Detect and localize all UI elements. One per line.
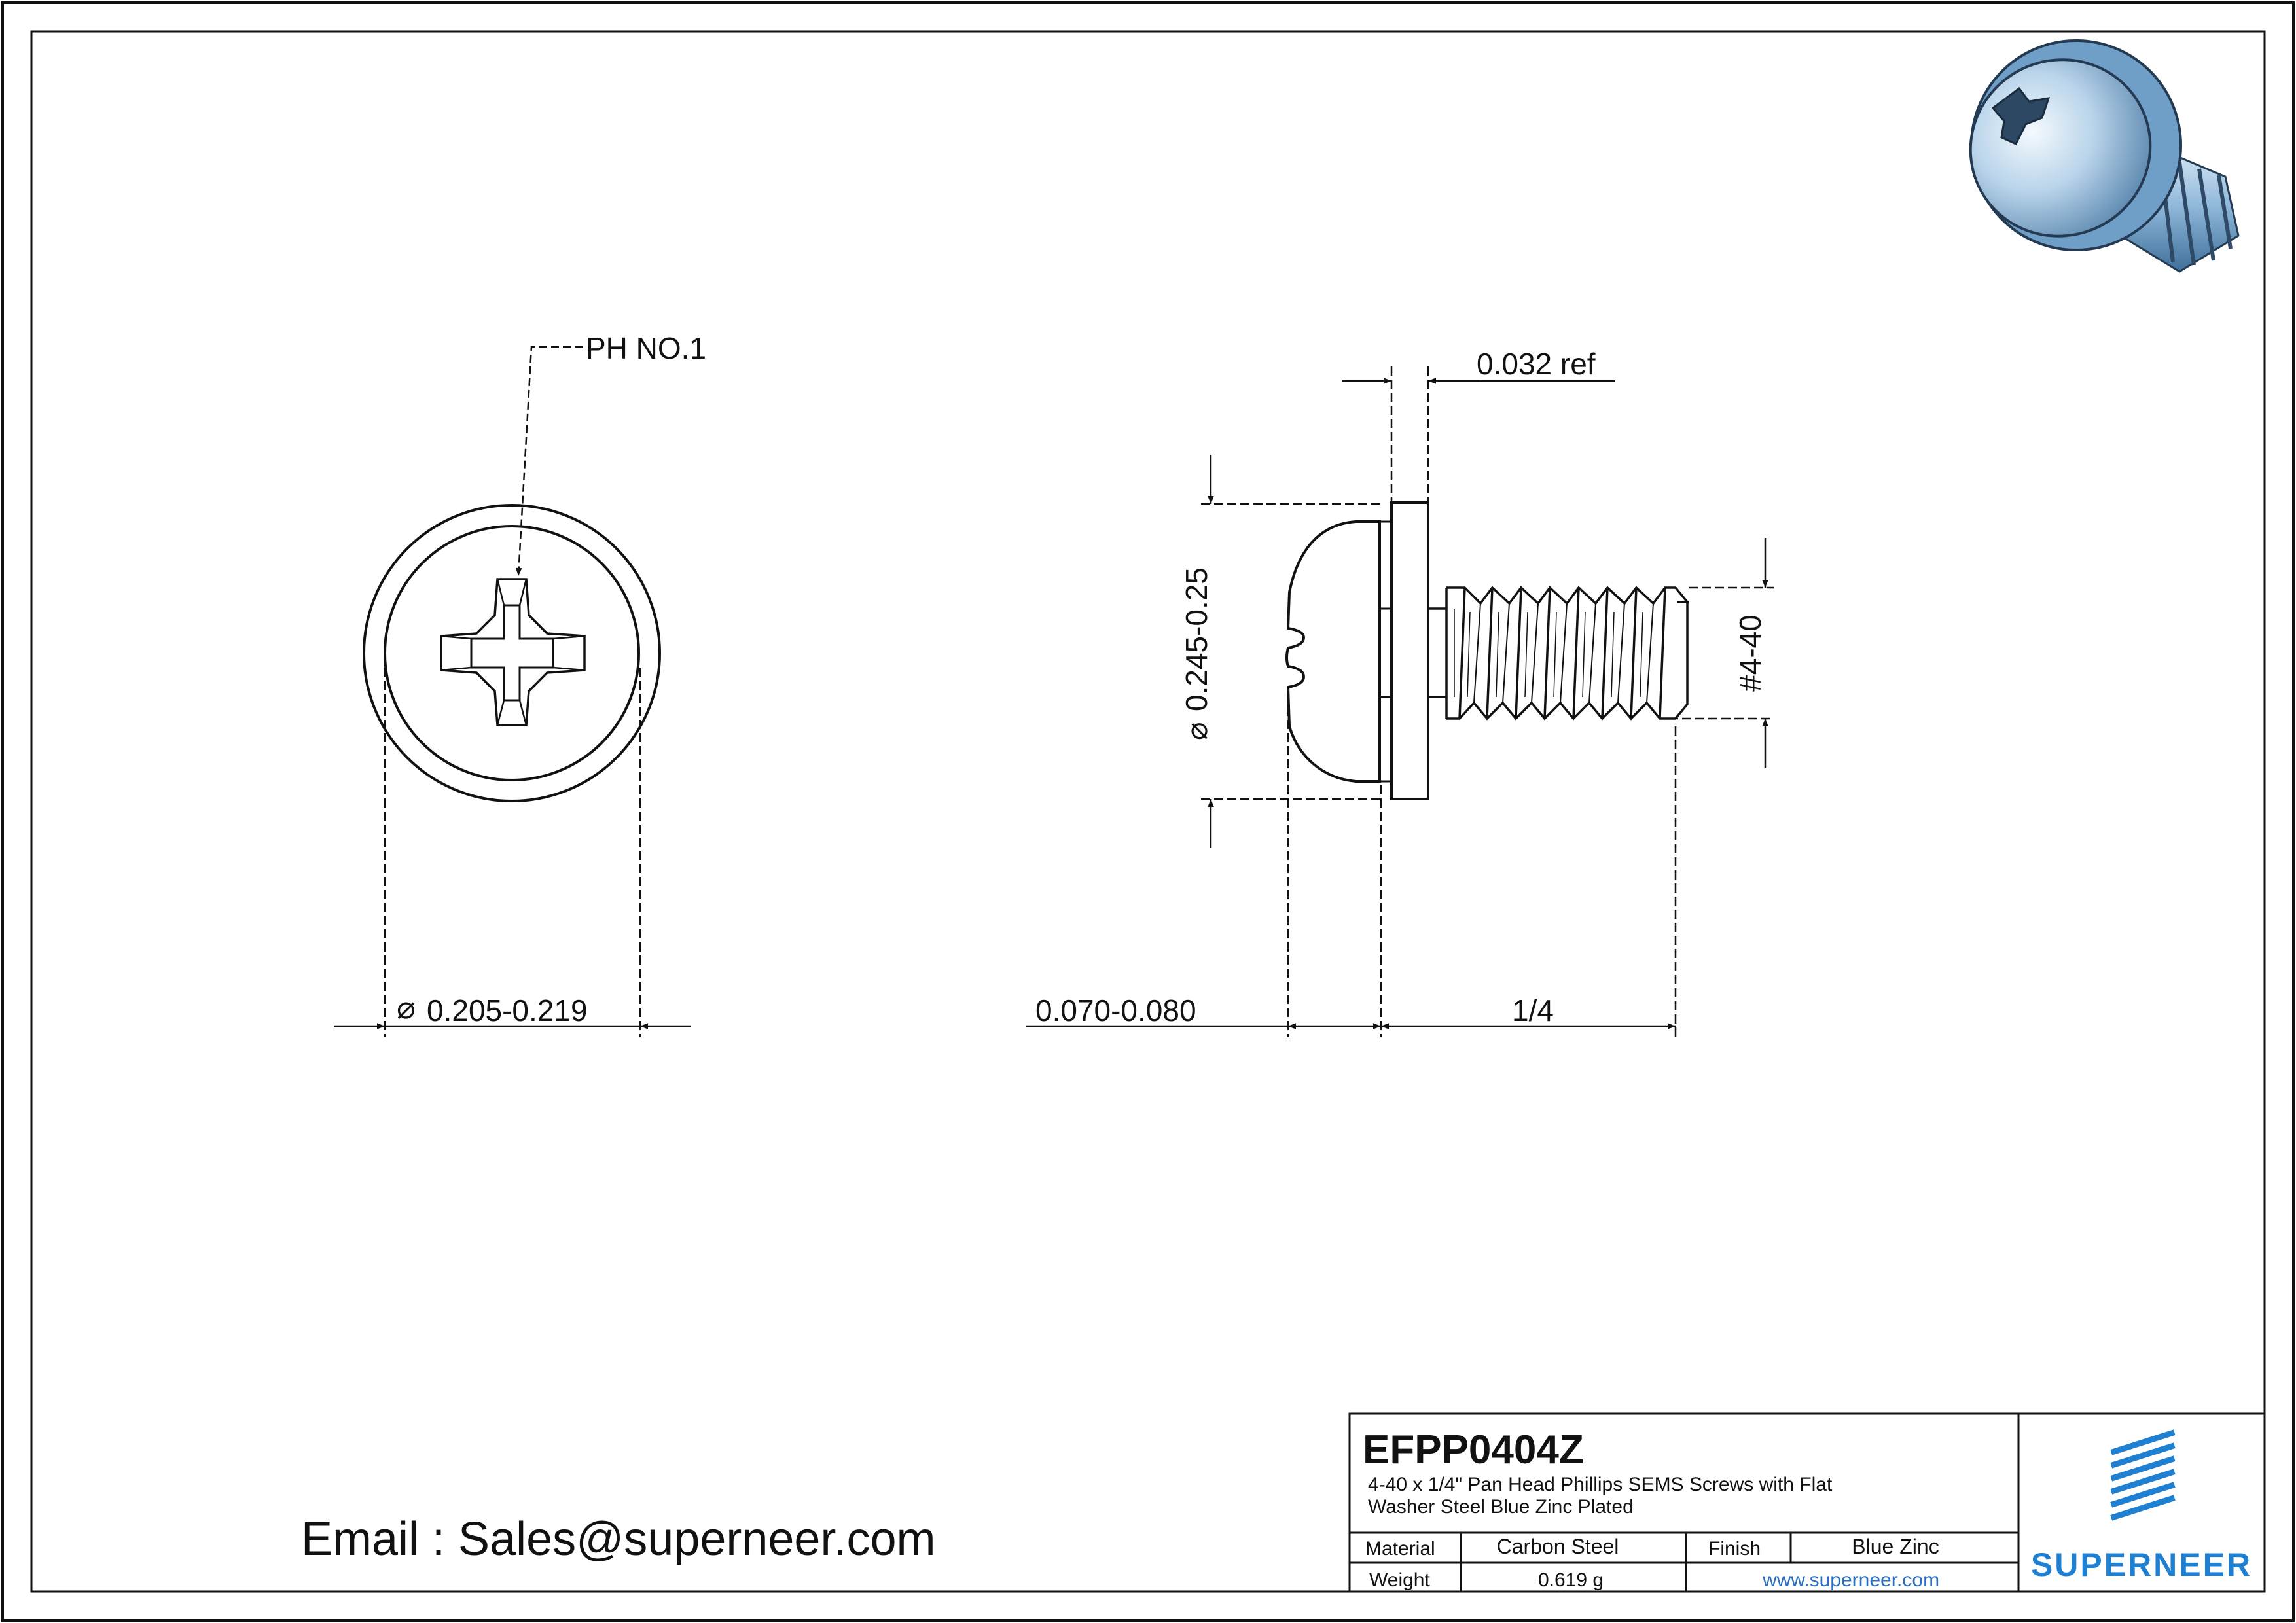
diameter-extension-lines <box>384 668 641 1037</box>
screw-3d-render-icon <box>1969 39 2240 273</box>
head-height-extensions <box>1287 694 1382 1037</box>
drive-leader <box>515 346 583 577</box>
title-block <box>1348 1412 2266 1593</box>
website-link[interactable]: www.superneer.com <box>1762 1569 1939 1591</box>
weight-label: Weight <box>1369 1569 1430 1591</box>
thread-extensions <box>1669 586 1774 720</box>
screw-head-profile <box>1285 520 1381 783</box>
drive-label: PH NO.1 <box>586 331 706 365</box>
head-outline <box>384 525 640 781</box>
washer-outline <box>363 504 661 802</box>
front-diameter-value: 0.205-0.219 <box>427 993 588 1027</box>
front-diameter-symbol: ⌀ <box>397 991 416 1026</box>
front-view <box>334 346 691 1037</box>
length-label: 1/4 <box>1512 993 1554 1027</box>
washer-thickness-label: 0.032 ref <box>1477 347 1596 381</box>
head-diameter-extensions <box>1201 503 1382 800</box>
material-value: Carbon Steel <box>1497 1535 1619 1558</box>
head-diameter-label-group: ⌀ 0.245-0.25 <box>1179 567 1213 740</box>
washer-profile <box>1390 501 1429 800</box>
phillips-recess-inner <box>470 604 554 702</box>
washer-thickness-extensions <box>1390 366 1429 503</box>
threaded-shank <box>1428 586 1689 721</box>
title-block-frame <box>1348 1412 2266 1593</box>
thread-label: #4-40 <box>1733 615 1767 692</box>
weight-value: 0.619 g <box>1538 1569 1604 1591</box>
finish-value: Blue Zinc <box>1852 1535 1939 1558</box>
side-view <box>1026 366 1774 1037</box>
description-line-2: Washer Steel Blue Zinc Plated <box>1368 1496 1634 1518</box>
head-diameter-symbol: ⌀ <box>1179 722 1213 740</box>
inner-border <box>30 30 2266 1593</box>
head-height-label: 0.070-0.080 <box>1035 993 1196 1027</box>
contact-email[interactable]: Email : Sales@superneer.com <box>301 1513 936 1565</box>
phillips-recess-icon <box>440 578 586 726</box>
finish-label: Finish <box>1708 1538 1761 1560</box>
render-recess <box>1991 86 2051 145</box>
recess-facets <box>440 579 585 726</box>
head-diameter-label: 0.245-0.25 <box>1179 567 1213 711</box>
description-line-1: 4-40 x 1/4" Pan Head Phillips SEMS Screw… <box>1368 1474 1833 1495</box>
superneer-logo-icon <box>2110 1429 2176 1521</box>
material-label: Material <box>1365 1538 1435 1560</box>
part-number: EFPP0404Z <box>1363 1427 1584 1472</box>
brand-name: SUPERNEER <box>2031 1546 2252 1583</box>
render-threads <box>2158 153 2233 266</box>
title-block-dividers <box>1350 1414 2020 1592</box>
washer-gap-lines <box>1378 520 1391 783</box>
